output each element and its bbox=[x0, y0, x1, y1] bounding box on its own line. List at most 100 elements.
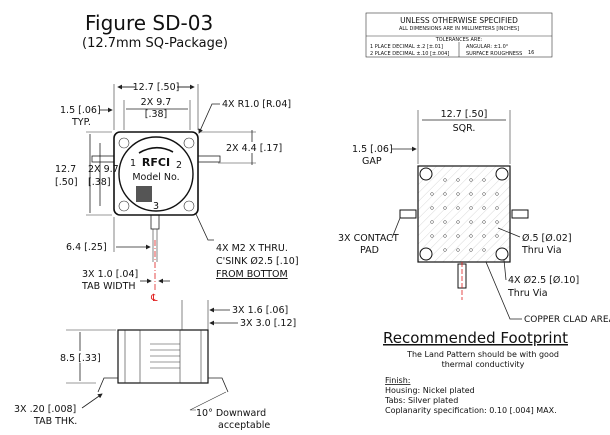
tol-row2-left: 2 PLACE DECIMAL ±.10 [±.004] bbox=[370, 51, 449, 57]
thru-via bbox=[456, 192, 460, 196]
thru-via bbox=[443, 220, 447, 224]
fp-pad-note: 3X CONTACT bbox=[338, 233, 399, 244]
dim-side-b: 3X 3.0 [.12] bbox=[240, 318, 296, 329]
fp-pad-note-2: PAD bbox=[360, 245, 379, 256]
thru-via bbox=[443, 178, 447, 182]
thru-via bbox=[469, 220, 473, 224]
side-view: 3X 1.6 [.06] 3X 3.0 [.12] 8.5 [.33] 3X .… bbox=[14, 300, 296, 431]
tab-port1 bbox=[91, 155, 115, 163]
fp-small-via-label: Thru Via bbox=[521, 245, 562, 256]
brand-label: RFCI bbox=[142, 156, 170, 169]
thru-via bbox=[482, 178, 486, 182]
thru-via bbox=[443, 206, 447, 210]
footprint-note: The Land Pattern should be with good bbox=[406, 350, 559, 359]
thru-via bbox=[482, 206, 486, 210]
holes-note: 4X M2 X THRU. bbox=[216, 243, 288, 254]
thru-via bbox=[482, 234, 486, 238]
dim-tab-length-typ: TYP. bbox=[71, 117, 91, 128]
dim-tab-width: 3X 1.0 [.04] bbox=[82, 269, 138, 280]
centerline-symbol: ℄ bbox=[150, 293, 158, 304]
tol-row2-right: SURFACE ROUGHNESS bbox=[466, 51, 522, 57]
footprint-heading: Recommended Footprint bbox=[383, 329, 568, 347]
thru-via bbox=[430, 192, 434, 196]
thru-via bbox=[456, 206, 460, 210]
fp-dim-width-sqr: SQR. bbox=[453, 123, 476, 134]
thru-via bbox=[469, 234, 473, 238]
thru-via bbox=[482, 192, 486, 196]
thru-via bbox=[456, 248, 460, 252]
finish-housing: Housing: Nickel plated bbox=[385, 386, 475, 395]
tol-row1-right: ANGULAR: ±1.0° bbox=[466, 44, 509, 50]
dim-radius: 4X R1.0 [R.04] bbox=[222, 99, 291, 110]
thru-via bbox=[495, 220, 499, 224]
figure-subtitle: (12.7mm SQ-Package) bbox=[82, 36, 228, 51]
footprint-view: 12.7 [.50] SQR. 1.5 [.06] GAP 3X CONTACT… bbox=[338, 109, 610, 369]
tab-port3 bbox=[150, 214, 160, 230]
roughness-symbol: 16 bbox=[528, 50, 534, 56]
dim-tab-thickness-label: TAB THK. bbox=[33, 416, 77, 427]
bend-note: 10° Downward bbox=[196, 408, 266, 419]
finish-label: Finish: bbox=[385, 376, 410, 385]
countersink-note: C'SINK Ø2.5 [.10] bbox=[216, 256, 299, 267]
thru-via bbox=[469, 192, 473, 196]
tol-label: TOLERANCES ARE: bbox=[435, 37, 483, 43]
dim-side-height: 8.5 [.33] bbox=[60, 353, 101, 364]
fp-dim-gap-label: GAP bbox=[362, 156, 382, 167]
thru-via bbox=[456, 234, 460, 238]
tolerance-block: UNLESS OTHERWISE SPECIFIED ALL DIMENSION… bbox=[365, 12, 553, 58]
thru-via bbox=[495, 234, 499, 238]
thru-via bbox=[469, 178, 473, 182]
fp-dim-width: 12.7 [.50] bbox=[441, 109, 488, 120]
finish-coplanarity: Coplanarity specification: 0.10 [.004] M… bbox=[385, 406, 557, 415]
contact-pad-1 bbox=[399, 209, 417, 219]
tol-heading: UNLESS OTHERWISE SPECIFIED bbox=[400, 16, 518, 25]
bend-note-2: acceptable bbox=[218, 420, 270, 431]
finish-notes: Finish: Housing: Nickel plated Tabs: Sil… bbox=[384, 376, 557, 415]
fp-large-via-label: Thru Via bbox=[507, 288, 548, 299]
figure-title: Figure SD-03 bbox=[85, 11, 213, 35]
contact-pad-2 bbox=[511, 209, 529, 219]
dim-side-a: 3X 1.6 [.06] bbox=[232, 305, 288, 316]
port-3-label: 3 bbox=[153, 201, 159, 212]
dim-tab-width-label: TAB WIDTH bbox=[81, 281, 136, 292]
dim-height-in: [.50] bbox=[55, 177, 78, 188]
fp-copper-note: COPPER CLAD AREA bbox=[524, 315, 610, 325]
thru-via bbox=[443, 248, 447, 252]
tol-units: ALL DIMENSIONS ARE IN MILLIMETERS [INCHE… bbox=[399, 26, 519, 32]
tab-port2 bbox=[197, 155, 221, 163]
dim-port3-offset: 6.4 [.25] bbox=[66, 242, 107, 253]
thru-via bbox=[443, 234, 447, 238]
tol-row1-left: 1 PLACE DECIMAL ±.2 [±.01] bbox=[370, 44, 443, 50]
dim-height: 12.7 bbox=[55, 164, 76, 175]
thru-via bbox=[482, 220, 486, 224]
thru-via bbox=[495, 192, 499, 196]
dim-pitch-x-in: [.38] bbox=[145, 109, 168, 120]
thru-via bbox=[469, 206, 473, 210]
copper-area bbox=[417, 165, 511, 263]
fp-large-via: 4X Ø2.5 [Ø.10] bbox=[508, 275, 579, 286]
dim-pitch-x: 2X 9.7 bbox=[141, 97, 172, 108]
fp-dim-gap: 1.5 [.06] bbox=[352, 144, 393, 155]
thru-via bbox=[456, 220, 460, 224]
from-bottom-note: FROM BOTTOM bbox=[216, 269, 288, 280]
thru-via bbox=[430, 220, 434, 224]
dim-pitch-y-in: [.38] bbox=[88, 177, 111, 188]
dim-tab-offset: 2X 4.4 [.17] bbox=[226, 143, 282, 154]
thru-via bbox=[430, 206, 434, 210]
thru-via bbox=[495, 206, 499, 210]
thru-via bbox=[443, 192, 447, 196]
fp-small-via: Ø.5 [Ø.02] bbox=[522, 233, 572, 244]
thru-via bbox=[482, 248, 486, 252]
qr-code bbox=[136, 186, 152, 202]
footprint-note-2: thermal conductivity bbox=[442, 360, 525, 369]
dim-tab-length: 1.5 [.06] bbox=[60, 105, 101, 116]
dim-pitch-y: 2X 9.7 bbox=[88, 164, 119, 175]
top-view: 12.7 [.50] 2X 9.7 [.38] 1.5 [.06] TYP. 4… bbox=[55, 80, 299, 304]
port-1-label: 1 bbox=[130, 158, 136, 169]
dim-width: 12.7 [.50] bbox=[133, 82, 180, 93]
dim-tab-thickness: 3X .20 [.008] bbox=[14, 404, 76, 415]
model-label: Model No. bbox=[132, 172, 179, 183]
thru-via bbox=[469, 248, 473, 252]
finish-tabs: Tabs: Silver plated bbox=[384, 396, 458, 405]
